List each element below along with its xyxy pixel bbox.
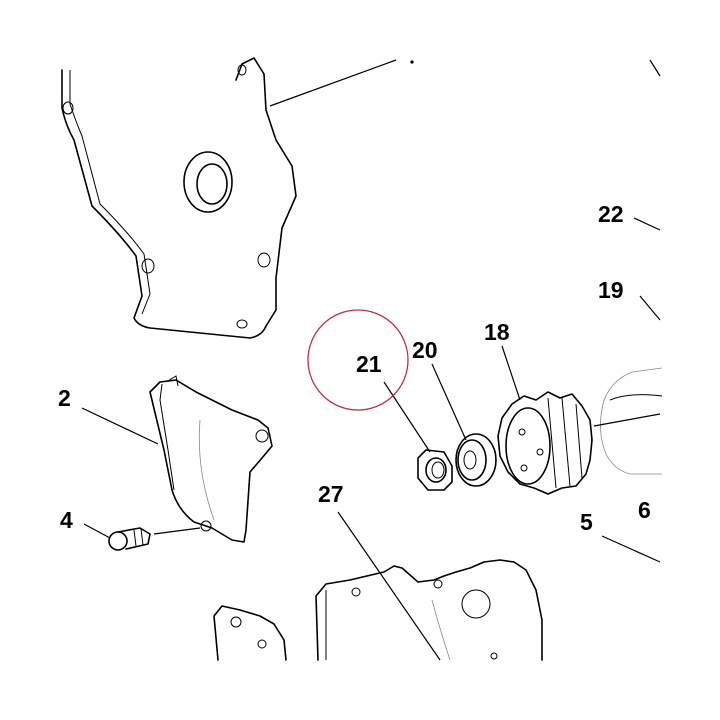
callout-21: 21 — [356, 351, 382, 377]
part-6-cylinder — [600, 367, 663, 475]
callout-2: 2 — [58, 385, 71, 411]
callout-19: 19 — [598, 277, 624, 303]
part-20-washer — [455, 433, 497, 487]
callout-4: 4 — [60, 507, 73, 533]
part-4-bolt — [108, 527, 151, 551]
dot-mark — [410, 60, 414, 64]
callout-labels: 2 4 5 6 18 19 20 21 22 27 — [58, 201, 651, 535]
part-18-sprocket — [497, 391, 593, 495]
callout-6: 6 — [638, 497, 651, 523]
callout-18: 18 — [484, 319, 510, 345]
callout-27: 27 — [318, 481, 344, 507]
part-2-cover-plate — [149, 375, 273, 543]
callout-20: 20 — [412, 337, 438, 363]
leader-lines — [81, 59, 661, 661]
part-27-lower-cover — [315, 559, 543, 661]
callout-21-highlight-ring — [307, 309, 409, 411]
callout-22: 22 — [598, 201, 624, 227]
part-21-nut — [417, 449, 453, 491]
callout-5: 5 — [580, 509, 593, 535]
bracket-fragment — [213, 605, 287, 661]
upper-timing-cover — [61, 57, 297, 339]
